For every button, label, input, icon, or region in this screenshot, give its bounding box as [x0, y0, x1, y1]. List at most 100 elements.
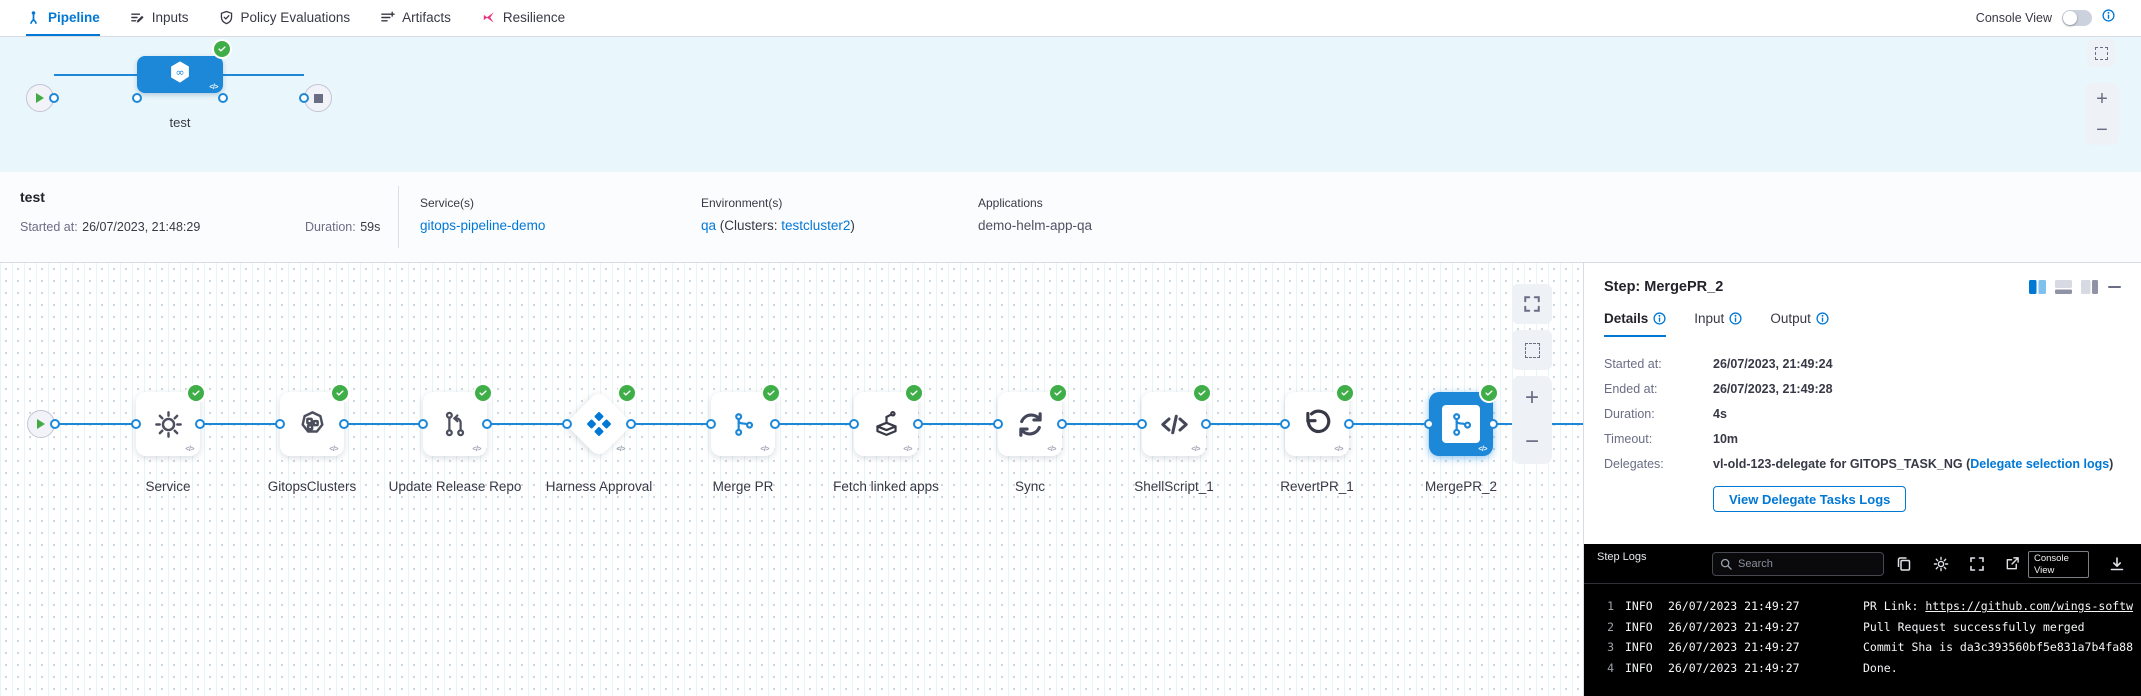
service-link[interactable]: gitops-pipeline-demo	[420, 218, 546, 233]
nav-tab-label: Policy Evaluations	[240, 9, 351, 25]
console-view-button[interactable]: Console View	[2028, 551, 2089, 578]
console-view-control: Console View	[1976, 0, 2115, 36]
copy-icon[interactable]	[1896, 556, 1912, 572]
connector-dot	[626, 419, 636, 429]
right-layout-icon[interactable]	[2081, 280, 2098, 294]
zoom-in-button[interactable]: +	[2096, 87, 2108, 110]
success-badge	[1337, 385, 1353, 401]
connector-dot	[1424, 419, 1434, 429]
pipeline-node-ShellScript_1[interactable]: </> ShellScript_1	[1134, 385, 1214, 494]
fullscreen-button[interactable]	[1512, 284, 1552, 324]
node-label: Service	[145, 479, 191, 494]
nav-tab-policy-evaluations[interactable]: Policy Evaluations	[219, 0, 351, 36]
log-line: 4 INFO 26/07/2023 21:49:27 Done.	[1584, 661, 2141, 682]
connector-dot	[49, 93, 59, 103]
search-input[interactable]	[1738, 558, 1876, 570]
pipeline-node-RevertPR_1[interactable]: </> RevertPR_1	[1280, 385, 1354, 494]
node-label: Fetch linked apps	[833, 479, 939, 494]
fit-view-button[interactable]	[2087, 39, 2115, 67]
pipeline-node-Merge-PR[interactable]: </> Merge PR	[706, 385, 780, 494]
gitops-hexagon-icon: ∞	[167, 59, 193, 90]
log-line: 3 INFO 26/07/2023 21:49:27 Commit Sha is…	[1584, 640, 2141, 661]
log-pr-link[interactable]: https://github.com/wings-softw	[1925, 599, 2134, 613]
pipeline-node-Update-Release-Repo[interactable]: </> Update Release Repo	[389, 385, 521, 494]
bottom-layout-icon[interactable]	[2055, 280, 2072, 294]
view-delegate-tasks-logs-button[interactable]: View Delegate Tasks Logs	[1713, 486, 1907, 512]
minimize-icon[interactable]	[2107, 280, 2123, 294]
step-tab-label: Input	[1694, 311, 1725, 326]
stage-end-node[interactable]	[304, 84, 332, 112]
detail-label: Delegates:	[1604, 457, 1664, 471]
log-level: INFO	[1625, 599, 1653, 613]
node-label: MergePR_2	[1424, 479, 1498, 494]
divider	[398, 186, 399, 248]
log-level: INFO	[1625, 660, 1653, 675]
nav-tab-inputs[interactable]: Inputs	[130, 0, 189, 36]
yaml-code-icon: </>	[1334, 446, 1343, 453]
step-tab-output[interactable]: Output	[1770, 311, 1829, 337]
step-tab-details[interactable]: Details	[1604, 311, 1667, 337]
node-label: Sync	[1014, 479, 1045, 494]
yaml-code-icon: </>	[1047, 446, 1056, 453]
stage-node-test[interactable]: ∞ </>	[137, 56, 223, 93]
info-icon[interactable]	[2102, 9, 2115, 27]
connector-dot	[131, 419, 141, 429]
node-label: GitopsClusters	[267, 479, 357, 494]
open-in-new-icon[interactable]	[2005, 556, 2020, 571]
pipeline-connector-line	[28, 423, 1583, 425]
cluster-link[interactable]: testcluster2	[781, 218, 851, 233]
log-lines: 1 INFO 26/07/2023 21:49:27 PR Link: http…	[1584, 584, 2141, 681]
node-box	[136, 392, 200, 456]
pipeline-node-Harness-Approval[interactable]: </> Harness Approval	[546, 385, 652, 494]
connector-dot	[1201, 419, 1211, 429]
fit-view-button[interactable]	[1512, 330, 1552, 370]
environment-link[interactable]: qa	[701, 218, 717, 233]
nav-tab-label: Inputs	[151, 9, 189, 25]
settings-icon[interactable]	[1933, 556, 1949, 572]
stage-connector	[223, 74, 304, 76]
connector-dot	[1280, 419, 1290, 429]
step-tab-input[interactable]: Input	[1694, 311, 1742, 337]
connector-dot	[913, 419, 923, 429]
pipeline-start-node[interactable]	[27, 410, 55, 438]
fit-view-icon	[2094, 46, 2108, 60]
detail-value: 26/07/2023, 21:49:24	[1713, 357, 1833, 371]
log-timestamp: 26/07/2023 21:49:27	[1668, 660, 1800, 675]
nav-tab-resilience[interactable]: Resilience	[481, 0, 565, 36]
log-timestamp: 26/07/2023 21:49:27	[1668, 599, 1800, 613]
zoom-out-button[interactable]: −	[1524, 428, 1539, 455]
node-box	[998, 392, 1062, 456]
download-icon[interactable]	[2109, 556, 2125, 572]
node-box	[423, 392, 487, 456]
detail-label: Started at:	[1604, 357, 1662, 371]
detail-value: 4s	[1713, 407, 1727, 421]
connector-dot	[770, 419, 780, 429]
stop-icon	[313, 93, 323, 103]
nav-tab-pipeline[interactable]: Pipeline	[26, 0, 100, 36]
log-line: 1 INFO 26/07/2023 21:49:27 PR Link: http…	[1584, 599, 2141, 620]
node-label: RevertPR_1	[1280, 479, 1354, 494]
nav-tab-artifacts[interactable]: Artifacts	[380, 0, 451, 36]
pipeline-node-MergePR_2[interactable]: </> MergePR_2	[1424, 385, 1498, 494]
pipeline-node-Sync[interactable]: </> Sync	[993, 385, 1067, 494]
split-view-icon[interactable]	[2029, 280, 2046, 294]
zoom-out-button[interactable]: −	[2096, 118, 2108, 141]
zoom-in-button[interactable]: +	[1524, 384, 1539, 411]
console-view-toggle[interactable]	[2062, 10, 2092, 26]
step-details-panel: Step: MergePR_2 Details Input Output Sta…	[1583, 263, 2141, 696]
detail-value: vl-old-123-delegate for GITOPS_TASK_NG (	[1713, 457, 1971, 471]
fullscreen-icon[interactable]	[1969, 556, 1985, 572]
nav-tab-label: Artifacts	[402, 9, 451, 25]
search-icon	[1720, 558, 1732, 570]
pipeline-node-GitopsClusters[interactable]: </> GitopsClusters	[268, 385, 356, 494]
delegate-selection-logs-link[interactable]: Delegate selection logs	[1970, 457, 2110, 471]
console-view-label: Console View	[1975, 11, 2052, 25]
git-branch-icon	[1447, 410, 1476, 439]
success-badge	[1194, 385, 1210, 401]
connector-dot	[50, 419, 60, 429]
artifacts-icon	[380, 10, 395, 25]
pipeline-node-Service[interactable]: </> Service	[131, 385, 205, 494]
pipeline-graph-canvas[interactable]: </> Service </> GitopsClusters </> Updat…	[0, 263, 1583, 696]
gear-icon	[153, 409, 184, 440]
pipeline-node-Fetch-linked-apps[interactable]: </> Fetch linked apps	[833, 385, 939, 494]
